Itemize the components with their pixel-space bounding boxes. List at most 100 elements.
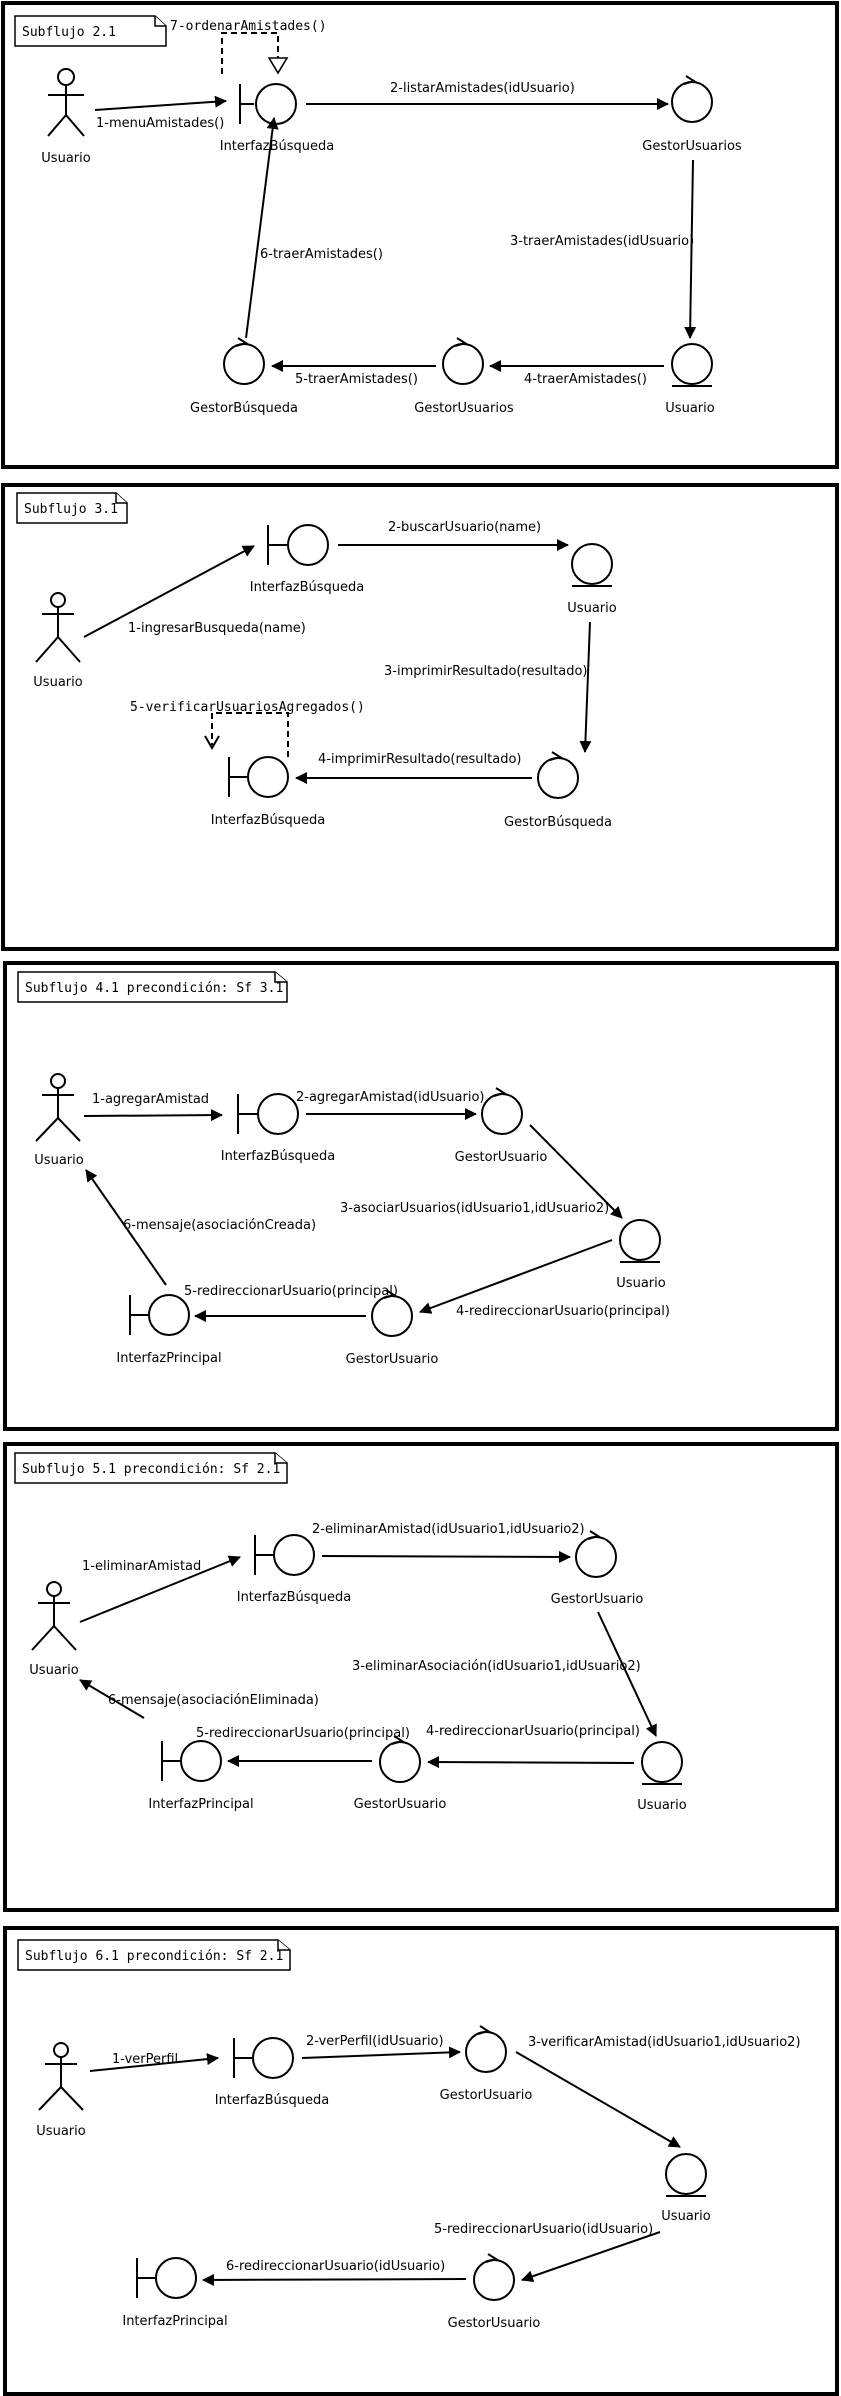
svg-text:4-imprimirResultado(resultado): 4-imprimirResultado(resultado) <box>318 752 522 767</box>
message-3: 3-traerAmistades(idUsuario) <box>510 159 697 339</box>
actor-usuario: Usuario <box>29 1581 79 1678</box>
message-5: 5-redireccionarUsuario(idUsuario) <box>434 2222 661 2283</box>
boundary-label: InterfazBúsqueda <box>211 813 326 828</box>
control-label: GestorUsuarios <box>414 401 514 416</box>
svg-text:1-ingresarBusqueda(name): 1-ingresarBusqueda(name) <box>128 621 306 636</box>
control-label: GestorUsuarios <box>642 139 742 154</box>
actor-label: Usuario <box>34 1153 83 1168</box>
message-3: 3-asociarUsuarios(idUsuario1,idUsuario2) <box>340 1124 623 1219</box>
diagram-tag: Subflujo 2.1 <box>14 15 167 47</box>
control-gestor-busqueda: GestorBúsqueda <box>190 337 298 416</box>
svg-text:5-traerAmistades(): 5-traerAmistades() <box>295 372 418 387</box>
actor-label: Usuario <box>41 151 90 166</box>
diagram-subflujo-2-1: Subflujo 2.1 Usuario InterfazBúsqueda Ge… <box>1 1 839 469</box>
boundary-interfaz-principal: InterfazPrincipal <box>122 2257 228 2329</box>
actor-label: Usuario <box>36 2124 85 2139</box>
svg-text:Subflujo 3.1: Subflujo 3.1 <box>24 502 118 517</box>
message-5: 5-traerAmistades() <box>271 360 436 387</box>
message-1: 1-eliminarAmistad <box>79 1555 241 1623</box>
message-2: 2-buscarUsuario(name) <box>338 520 569 551</box>
svg-text:6-mensaje(asociaciónCreada): 6-mensaje(asociaciónCreada) <box>123 1218 316 1233</box>
svg-text:2-verPerfil(idUsuario): 2-verPerfil(idUsuario) <box>306 2034 444 2049</box>
message-2: 2-eliminarAmistad(idUsuario1,idUsuario2) <box>312 1522 585 1563</box>
control-gestor-usuarios-mid: GestorUsuarios <box>414 337 514 416</box>
control-label: GestorUsuario <box>354 1797 447 1812</box>
actor-usuario: Usuario <box>36 2042 86 2139</box>
control-label: GestorUsuario <box>551 1592 644 1607</box>
svg-text:3-eliminarAsociación(idUsuario: 3-eliminarAsociación(idUsuario1,idUsuari… <box>352 1659 641 1674</box>
control-gestor-usuario-top: GestorUsuario <box>455 1087 548 1165</box>
boundary-label: InterfazBúsqueda <box>221 1149 336 1164</box>
diagram-subflujo-6-1: Subflujo 6.1 precondición: Sf 2.1 Usuari… <box>3 1926 839 2396</box>
svg-text:5-redireccionarUsuario(idUsuar: 5-redireccionarUsuario(idUsuario) <box>434 2222 653 2237</box>
diagram-frame <box>3 961 839 1431</box>
control-gestor-usuario-top: GestorUsuario <box>551 1530 644 1607</box>
control-gestor-usuario-top: GestorUsuario <box>440 2025 533 2103</box>
control-label: GestorUsuario <box>455 1150 548 1165</box>
svg-text:5-redireccionarUsuario(princip: 5-redireccionarUsuario(principal) <box>184 1284 398 1299</box>
message-5: 5-redireccionarUsuario(principal) <box>196 1726 410 1767</box>
boundary-label: InterfazPrincipal <box>116 1351 221 1366</box>
diagram-subflujo-3-1: Subflujo 3.1 Usuario InterfazBúsqueda Us… <box>1 483 839 951</box>
message-1: 1-menuAmistades() <box>94 95 227 131</box>
boundary-interfaz-busqueda-bottom: InterfazBúsqueda <box>211 756 326 828</box>
svg-text:3-asociarUsuarios(idUsuario1,i: 3-asociarUsuarios(idUsuario1,idUsuario2) <box>340 1201 609 1216</box>
actor-label: Usuario <box>33 675 82 690</box>
svg-text:2-agregarAmistad(idUsuario): 2-agregarAmistad(idUsuario) <box>296 1090 484 1105</box>
svg-text:6-redireccionarUsuario(idUsuar: 6-redireccionarUsuario(idUsuario) <box>226 2259 445 2274</box>
message-4: 4-imprimirResultado(resultado) <box>295 752 532 784</box>
control-gestor-usuario-bottom: GestorUsuario <box>346 1289 439 1367</box>
diagram-subflujo-5-1: Subflujo 5.1 precondición: Sf 2.1 Usuari… <box>3 1442 839 1912</box>
boundary-interfaz-busqueda: InterfazBúsqueda <box>215 2037 329 2108</box>
boundary-label: InterfazBúsqueda <box>237 1590 352 1605</box>
control-gestor-usuarios-top: GestorUsuarios <box>642 75 742 154</box>
diagram-tag: Subflujo 4.1 precondición: Sf 3.1 <box>17 971 288 1003</box>
svg-text:2-buscarUsuario(name): 2-buscarUsuario(name) <box>388 520 541 535</box>
boundary-interfaz-principal: InterfazPrincipal <box>116 1294 222 1366</box>
entity-usuario: Usuario <box>616 1219 666 1291</box>
svg-text:Subflujo 2.1: Subflujo 2.1 <box>22 25 116 40</box>
svg-text:Subflujo 6.1 precondición: Sf: Subflujo 6.1 precondición: Sf 2.1 <box>25 1949 283 1964</box>
svg-text:3-verificarAmistad(idUsuario1,: 3-verificarAmistad(idUsuario1,idUsuario2… <box>528 2035 801 2050</box>
message-6: 6-traerAmistades() <box>245 117 383 339</box>
svg-text:3-imprimirResultado(resultado): 3-imprimirResultado(resultado) <box>384 664 588 679</box>
message-1: 1-verPerfil <box>89 2052 219 2072</box>
svg-text:2-listarAmistades(idUsuario): 2-listarAmistades(idUsuario) <box>390 81 575 96</box>
boundary-interfaz-principal: InterfazPrincipal <box>148 1740 254 1812</box>
boundary-label: InterfazBúsqueda <box>250 580 365 595</box>
message-3: 3-eliminarAsociación(idUsuario1,idUsuari… <box>352 1611 657 1737</box>
svg-text:2-eliminarAmistad(idUsuario1,i: 2-eliminarAmistad(idUsuario1,idUsuario2) <box>312 1522 585 1537</box>
svg-text:4-traerAmistades(): 4-traerAmistades() <box>524 372 647 387</box>
control-gestor-usuario-bottom: GestorUsuario <box>354 1735 447 1812</box>
entity-label: Usuario <box>661 2209 710 2224</box>
boundary-label: InterfazBúsqueda <box>220 139 335 154</box>
svg-text:5-redireccionarUsuario(princip: 5-redireccionarUsuario(principal) <box>196 1726 410 1741</box>
diagram-tag: Subflujo 5.1 precondición: Sf 2.1 <box>14 1452 288 1484</box>
message-1: 1-agregarAmistad <box>83 1092 223 1122</box>
boundary-interfaz-busqueda: InterfazBúsqueda <box>237 1534 352 1605</box>
diagram-tag: Subflujo 6.1 precondición: Sf 2.1 <box>17 1939 291 1971</box>
message-2: 2-listarAmistades(idUsuario) <box>306 81 669 110</box>
message-4: 4-redireccionarUsuario(principal) <box>426 1724 640 1769</box>
boundary-interfaz-busqueda: InterfazBúsqueda <box>221 1093 336 1164</box>
boundary-label: InterfazPrincipal <box>122 2314 227 2329</box>
entity-usuario: Usuario <box>661 2153 711 2224</box>
actor-usuario: Usuario <box>34 1073 84 1168</box>
message-5: 5-redireccionarUsuario(principal) <box>184 1284 398 1322</box>
svg-text:4-redireccionarUsuario(princip: 4-redireccionarUsuario(principal) <box>426 1724 640 1739</box>
svg-text:6-traerAmistades(): 6-traerAmistades() <box>260 247 383 262</box>
svg-text:Subflujo 4.1 precondición: Sf: Subflujo 4.1 precondición: Sf 3.1 <box>25 981 283 996</box>
control-label: GestorUsuario <box>346 1352 439 1367</box>
message-4: 4-redireccionarUsuario(principal) <box>419 1239 670 1319</box>
message-7-self: 7-ordenarAmistades() <box>170 19 327 75</box>
svg-text:4-redireccionarUsuario(princip: 4-redireccionarUsuario(principal) <box>456 1304 670 1319</box>
control-gestor-busqueda: GestorBúsqueda <box>504 751 612 830</box>
diagram-tag: Subflujo 3.1 <box>16 492 128 524</box>
control-label: GestorUsuario <box>440 2088 533 2103</box>
message-6: 6-redireccionarUsuario(idUsuario) <box>202 2259 467 2286</box>
boundary-label: InterfazPrincipal <box>148 1797 253 1812</box>
control-label: GestorBúsqueda <box>190 401 298 416</box>
diagram-frame <box>3 1442 839 1912</box>
svg-text:Subflujo 5.1 precondición: Sf: Subflujo 5.1 precondición: Sf 2.1 <box>22 1462 280 1477</box>
message-6: 6-mensaje(asociaciónCreada) <box>85 1169 316 1286</box>
